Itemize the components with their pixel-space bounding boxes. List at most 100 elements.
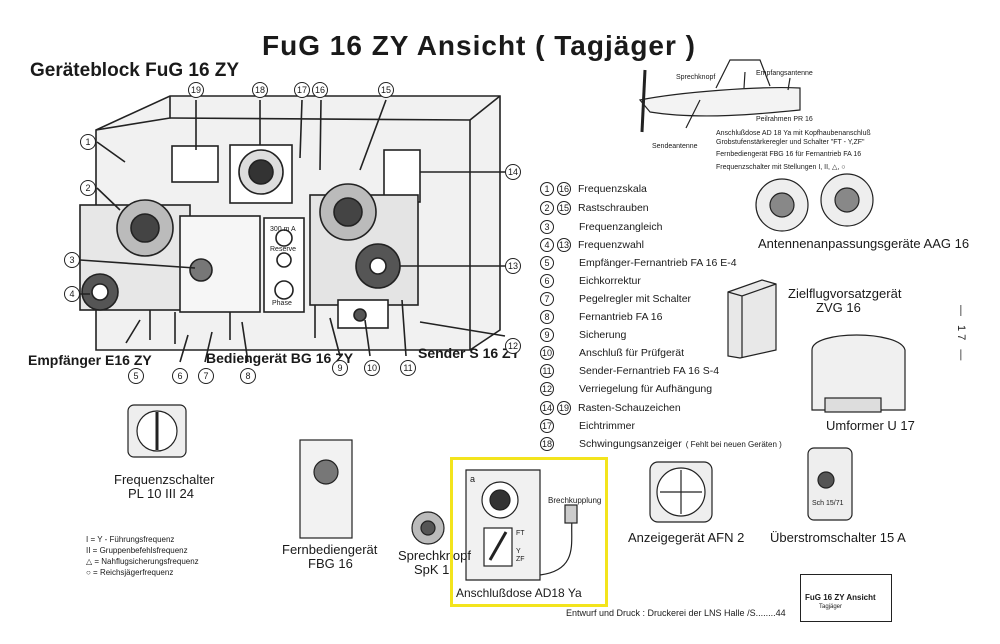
aircraft-sprechknopf-label: Sprechknopf — [676, 74, 716, 81]
equipment-block-label: Geräteblock FuG 16 ZY — [30, 60, 240, 81]
transmitter-label: Sender S 16 ZY — [418, 345, 520, 361]
legend-text: Eichtrimmer — [579, 420, 636, 432]
aag-label: Antennenanpassungsgeräte AAG 16 — [758, 236, 970, 251]
legend-text: Eichkorrektur — [579, 275, 641, 287]
callout-11: 11 — [400, 360, 416, 376]
title-block-main: FuG 16 ZY Ansicht — [805, 593, 876, 602]
ueberstrom-label: Überstromschalter 15 A — [770, 530, 906, 545]
callout-18: 18 — [252, 82, 268, 98]
callout-8: 8 — [240, 368, 256, 384]
legend-badge: 12 — [540, 382, 554, 396]
spk-label-line2: SpK 1 — [414, 562, 450, 577]
legend-badge: 2 — [540, 201, 554, 215]
fbg-label-line2: FBG 16 — [308, 556, 353, 571]
callout-17: 17 — [294, 82, 310, 98]
zvg-label-line1: Zielflugvorsatzgerät — [788, 286, 902, 301]
legend-text: Verriegelung für Aufhängung — [579, 383, 713, 395]
legend-item: 3 Frequenzangleich — [540, 218, 662, 236]
callout-19: 19 — [188, 82, 204, 98]
aircraft-sendeantenne-label: Sendeantenne — [652, 143, 698, 150]
callout-12: 12 — [505, 338, 521, 354]
callout-7: 7 — [198, 368, 214, 384]
aircraft-fernbediengeraet-label: Fernbediengerät FBG 16 für Fernantrieb F… — [716, 151, 862, 158]
ueberstrom-plate-label: Sch 15/71 — [812, 500, 844, 507]
legend-badge: 6 — [540, 274, 554, 288]
legend-badge: 3 — [540, 220, 554, 234]
aircraft-frequenzschalter-label: Frequenzschalter mit Stellungen I, II, △… — [716, 164, 846, 171]
frequency-legend-item: △ = Nahflugsicherungsfrequenz — [86, 557, 199, 566]
legend-badge: 9 — [540, 328, 554, 342]
ad-a-label: a — [470, 474, 476, 484]
callout-1: 1 — [80, 134, 96, 150]
legend-text: Sender-Fernantrieb FA 16 S-4 — [579, 365, 720, 377]
frequency-legend: I = Y - Führungsfrequenz II = Gruppenbef… — [86, 534, 199, 578]
ad-y-label: Y — [516, 548, 521, 555]
legend-note: ( Fehlt bei neuen Geräten ) — [685, 439, 782, 449]
callout-2: 2 — [80, 180, 96, 196]
aircraft-anschlussdose-label: Anschlußdose AD 18 Ya mit Kopfhaubenansc… — [716, 130, 871, 137]
page-title: FuG 16 ZY Ansicht ( Tagjäger ) — [262, 30, 696, 61]
legend-badge: 16 — [557, 182, 571, 196]
ad-zf-label: ZF — [516, 556, 525, 563]
zvg-label-line2: ZVG 16 — [816, 300, 861, 315]
legend-text: Sicherung — [579, 329, 627, 341]
callout-3: 3 — [64, 252, 80, 268]
title-block-sub: Tagjäger — [819, 604, 843, 610]
legend-text: Frequenzwahl — [578, 239, 644, 251]
legend-text: Frequenzangleich — [579, 221, 663, 233]
legend-badge: 19 — [557, 401, 571, 415]
legend-item: 18 Schwingungsanzeiger( Fehlt bei neuen G… — [540, 435, 782, 453]
legend-badge: 14 — [540, 401, 554, 415]
legend-badge: 13 — [557, 238, 571, 252]
anschlussdose-highlight-box — [450, 457, 608, 607]
aircraft-peilrahmen-label: Peilrahmen PR 16 — [756, 116, 813, 123]
legend-text: Rasten-Schauzeichen — [578, 402, 681, 414]
frequency-legend-item: I = Y - Führungsfrequenz — [86, 535, 175, 544]
legend-text: Schwingungsanzeiger — [579, 438, 682, 450]
panel-reserve-label: Reserve — [270, 246, 297, 253]
legend-item: 10 Anschluß für Prüfgerät — [540, 344, 684, 362]
fbg-label-line1: Fernbediengerät — [282, 542, 378, 557]
legend-text: Frequenzskala — [578, 183, 647, 195]
callout-4: 4 — [64, 286, 80, 302]
receiver-label: Empfänger E16 ZY — [28, 352, 152, 368]
legend-badge: 5 — [540, 256, 554, 270]
frequenzschalter-label-line2: PL 10 III 24 — [128, 486, 195, 501]
legend-badge: 8 — [540, 310, 554, 324]
callout-13: 13 — [505, 258, 521, 274]
panel-phase-label: Phase — [272, 300, 292, 307]
frequenzschalter-label-line1: Frequenzschalter — [114, 472, 215, 487]
legend-text: Anschluß für Prüfgerät — [579, 347, 685, 359]
legend-item: 12 Verriegelung für Aufhängung — [540, 380, 712, 398]
legend-item: 9 Sicherung — [540, 326, 626, 344]
page-number: — 17 — — [955, 305, 967, 364]
callout-15: 15 — [378, 82, 394, 98]
legend-badge: 10 — [540, 346, 554, 360]
footer-print-note: Entwurf und Druck : Druckerei der LNS Ha… — [566, 608, 786, 618]
bruchkupplung-label: Brechkupplung — [548, 496, 602, 505]
legend-item: 8 Fernantrieb FA 16 — [540, 308, 662, 326]
callout-16: 16 — [312, 82, 328, 98]
legend-badge: 7 — [540, 292, 554, 306]
callout-14: 14 — [505, 164, 521, 180]
callout-6: 6 — [172, 368, 188, 384]
legend-badge: 1 — [540, 182, 554, 196]
legend-badge: 17 — [540, 419, 554, 433]
afn-label: Anzeigegerät AFN 2 — [628, 530, 745, 545]
legend-badge: 18 — [540, 437, 554, 451]
aircraft-empfangsantenne-label: Empfangsantenne — [756, 70, 813, 77]
control-unit-label: Bediengerät BG 16 ZY — [206, 350, 354, 366]
callout-9: 9 — [332, 360, 348, 376]
legend-badge: 4 — [540, 238, 554, 252]
frequency-legend-item: II = Gruppenbefehlsfrequenz — [86, 546, 188, 555]
legend-text: Fernantrieb FA 16 — [579, 311, 663, 323]
legend-item: 6 Eichkorrektur — [540, 272, 641, 290]
callout-5: 5 — [128, 368, 144, 384]
anschlussdose-label: Anschlußdose AD18 Ya — [456, 586, 582, 600]
